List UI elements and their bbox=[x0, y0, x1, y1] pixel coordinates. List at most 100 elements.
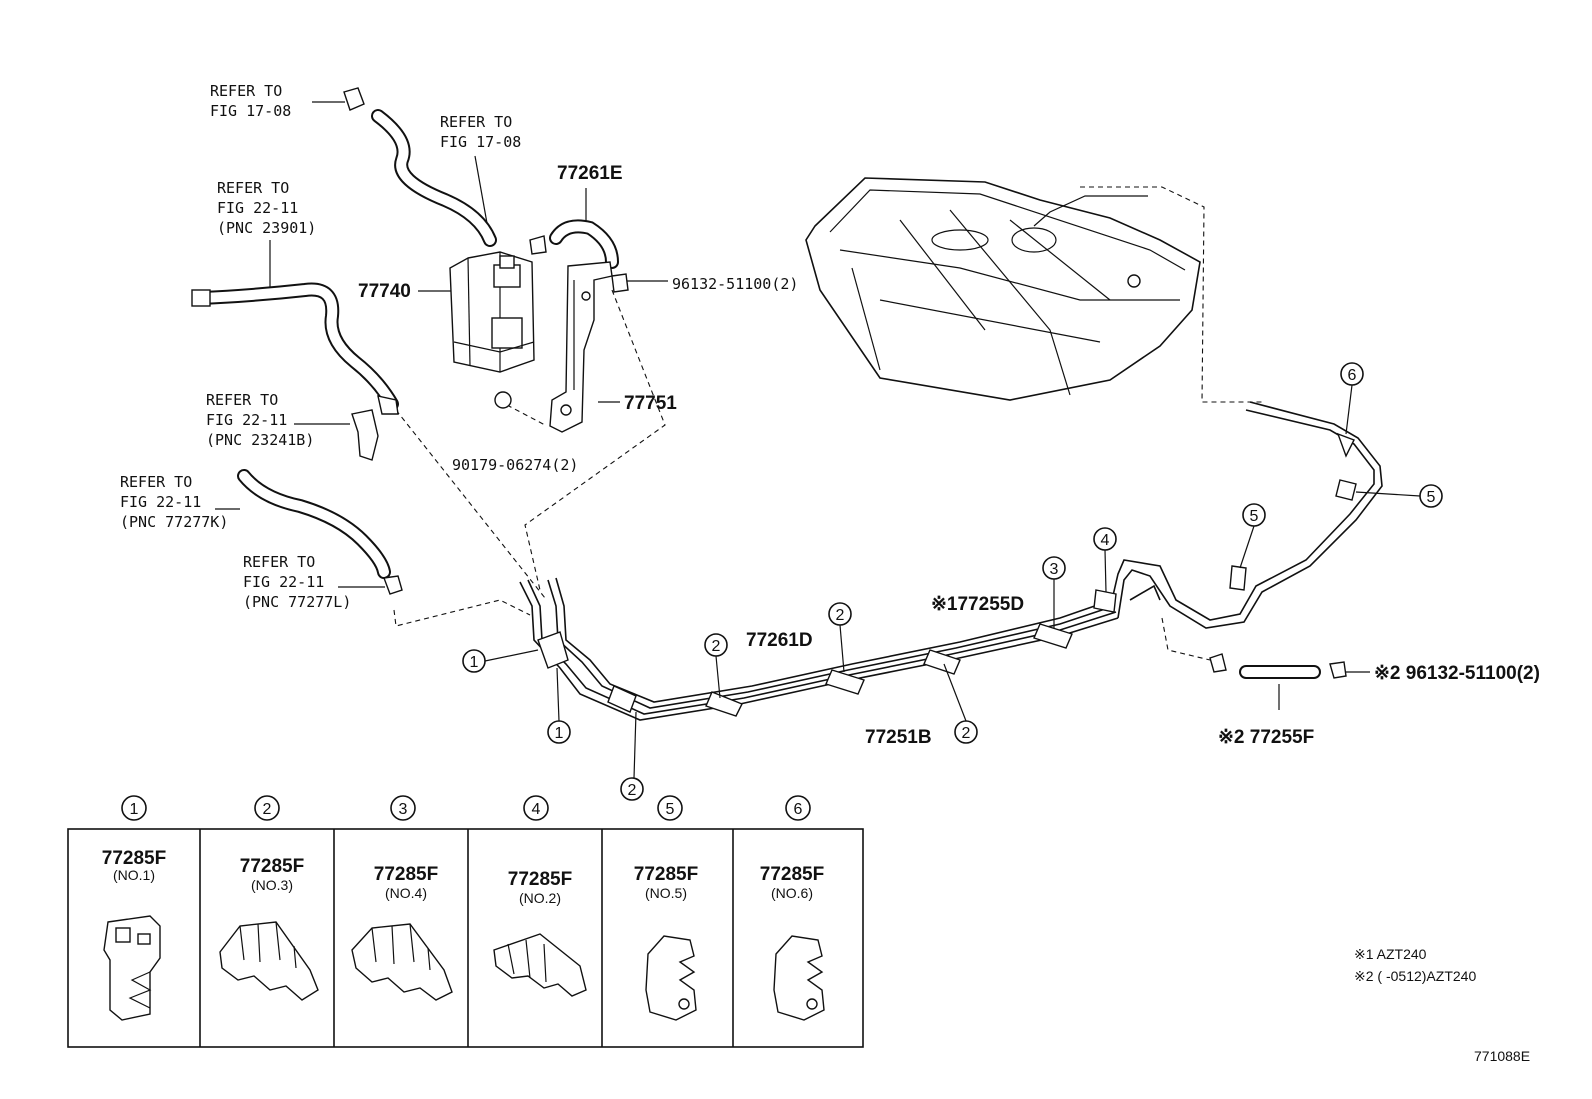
part-96132-51100-right: ※2 96132-51100(2) bbox=[1374, 663, 1540, 684]
callout-3: 3 bbox=[1042, 556, 1066, 628]
callouts-diagram: 1 1 2 2 2 2 3 bbox=[462, 362, 1443, 801]
part-77261d: 77261D bbox=[746, 630, 813, 651]
part-90179-06274: 90179-06274(2) bbox=[452, 456, 578, 474]
svg-text:5: 5 bbox=[1427, 489, 1436, 506]
figure-id: 771088E bbox=[1474, 1048, 1530, 1064]
part-77251b: 77251B bbox=[865, 727, 932, 748]
svg-text:(PNC 23901): (PNC 23901) bbox=[217, 219, 316, 237]
svg-text:4: 4 bbox=[1101, 532, 1110, 549]
svg-text:77285F: 77285F bbox=[634, 864, 698, 885]
svg-text:(PNC 77277L): (PNC 77277L) bbox=[243, 593, 351, 611]
svg-text:2: 2 bbox=[628, 782, 637, 799]
clamp-legend-5: 5 77285F (NO.5) bbox=[634, 795, 698, 1021]
svg-text:(NO.4): (NO.4) bbox=[385, 885, 427, 901]
callout-5a: 5 bbox=[1239, 503, 1266, 569]
svg-text:77285F: 77285F bbox=[102, 848, 166, 869]
ref-fig-22-11-pnc-77277l: REFER TO FIG 22-11 (PNC 77277L) bbox=[243, 553, 351, 611]
svg-text:FIG 22-11: FIG 22-11 bbox=[120, 493, 201, 511]
svg-text:5: 5 bbox=[1250, 508, 1259, 525]
svg-text:FIG 17-08: FIG 17-08 bbox=[210, 102, 291, 120]
svg-text:4: 4 bbox=[532, 801, 541, 818]
svg-text:(NO.3): (NO.3) bbox=[251, 877, 293, 893]
clamp-no4-shape bbox=[351, 923, 453, 1001]
main-fuel-pipes bbox=[519, 401, 1383, 721]
part-77751: 77751 bbox=[624, 393, 677, 414]
ref-fig-22-11-pnc-23901: REFER TO FIG 22-11 (PNC 23901) bbox=[217, 179, 316, 237]
svg-text:REFER TO: REFER TO bbox=[210, 82, 282, 100]
hose-upper-left bbox=[371, 109, 497, 247]
clamp-legend-2: 2 77285F (NO.3) bbox=[219, 795, 319, 1001]
clamp-legend-6: 6 77285F (NO.6) bbox=[760, 795, 825, 1021]
dashed-connections bbox=[393, 186, 1318, 673]
svg-text:REFER TO: REFER TO bbox=[206, 391, 278, 409]
callout-2a: 2 bbox=[620, 711, 644, 801]
charcoal-canister bbox=[449, 251, 535, 373]
hose-77261e bbox=[549, 219, 619, 269]
note-1: ※1 AZT240 bbox=[1354, 946, 1427, 962]
svg-text:(NO.6): (NO.6) bbox=[771, 885, 813, 901]
callout-5b: 5 bbox=[1355, 484, 1443, 508]
svg-text:FIG 22-11: FIG 22-11 bbox=[243, 573, 324, 591]
callout-4: 4 bbox=[1093, 527, 1117, 593]
svg-text:6: 6 bbox=[794, 801, 803, 818]
svg-text:(NO.1): (NO.1) bbox=[113, 867, 155, 883]
clamp-legend-4: 4 77285F (NO.2) bbox=[493, 795, 587, 997]
clamp-no2-shape bbox=[493, 933, 587, 997]
svg-text:77285F: 77285F bbox=[760, 864, 824, 885]
clamp-legend-3: 3 77285F (NO.4) bbox=[351, 795, 453, 1001]
svg-text:6: 6 bbox=[1348, 367, 1357, 384]
svg-text:2: 2 bbox=[263, 801, 272, 818]
svg-text:FIG 22-11: FIG 22-11 bbox=[217, 199, 298, 217]
svg-text:(PNC 23241B): (PNC 23241B) bbox=[206, 431, 314, 449]
clamp-no6-shape bbox=[773, 935, 825, 1021]
callout-2c: 2 bbox=[828, 602, 852, 673]
svg-text:REFER TO: REFER TO bbox=[120, 473, 192, 491]
svg-text:2: 2 bbox=[836, 607, 845, 624]
part-77255d: ※177255D bbox=[931, 594, 1024, 615]
ref-fig-22-11-pnc-77277k: REFER TO FIG 22-11 (PNC 77277K) bbox=[120, 473, 228, 531]
note-2: ※2 ( -0512)AZT240 bbox=[1354, 968, 1476, 984]
svg-text:77285F: 77285F bbox=[240, 856, 304, 877]
clamp-no1-shape bbox=[103, 915, 161, 1021]
part-96132-51100-top: 96132-51100(2) bbox=[672, 275, 798, 293]
svg-text:(PNC 77277K): (PNC 77277K) bbox=[120, 513, 228, 531]
svg-text:(NO.2): (NO.2) bbox=[519, 890, 561, 906]
bracket-77751 bbox=[549, 261, 613, 433]
svg-text:1: 1 bbox=[470, 654, 479, 671]
svg-text:1: 1 bbox=[555, 725, 564, 742]
fuel-tank bbox=[805, 177, 1201, 401]
leader-lines bbox=[215, 101, 1370, 710]
connector-parts bbox=[343, 87, 1347, 679]
part-77255f: ※2 77255F bbox=[1218, 727, 1314, 748]
callout-1b: 1 bbox=[547, 667, 571, 744]
hose-pnc-77277k bbox=[237, 469, 391, 579]
clamp-legend-table bbox=[67, 828, 864, 1048]
hose-pnc-23901 bbox=[191, 282, 399, 411]
svg-text:FIG 22-11: FIG 22-11 bbox=[206, 411, 287, 429]
part-77261e: 77261E bbox=[557, 163, 623, 184]
callout-1a: 1 bbox=[462, 649, 539, 673]
ref-fig-17-08-b: REFER TO FIG 17-08 bbox=[440, 113, 521, 151]
svg-text:3: 3 bbox=[1050, 561, 1059, 578]
svg-text:FIG 17-08: FIG 17-08 bbox=[440, 133, 521, 151]
callout-2d: 2 bbox=[943, 663, 978, 744]
ref-fig-22-11-pnc-23241b: REFER TO FIG 22-11 (PNC 23241B) bbox=[206, 391, 314, 449]
callout-6: 6 bbox=[1340, 362, 1364, 435]
svg-text:77285F: 77285F bbox=[508, 869, 572, 890]
svg-text:(NO.5): (NO.5) bbox=[645, 885, 687, 901]
callout-2b: 2 bbox=[704, 633, 728, 699]
svg-text:3: 3 bbox=[399, 801, 408, 818]
svg-text:REFER TO: REFER TO bbox=[217, 179, 289, 197]
svg-text:2: 2 bbox=[962, 725, 971, 742]
clamp-no3-shape bbox=[219, 921, 319, 1001]
svg-text:REFER TO: REFER TO bbox=[440, 113, 512, 131]
clamp-legend-1: 1 77285F (NO.1) bbox=[102, 795, 166, 1021]
svg-text:1: 1 bbox=[130, 801, 139, 818]
svg-text:REFER TO: REFER TO bbox=[243, 553, 315, 571]
clamp-no5-shape bbox=[645, 935, 697, 1021]
part-77740: 77740 bbox=[358, 281, 411, 302]
svg-text:77285F: 77285F bbox=[374, 864, 438, 885]
svg-text:5: 5 bbox=[666, 801, 675, 818]
ref-fig-17-08-a: REFER TO FIG 17-08 bbox=[210, 82, 291, 120]
